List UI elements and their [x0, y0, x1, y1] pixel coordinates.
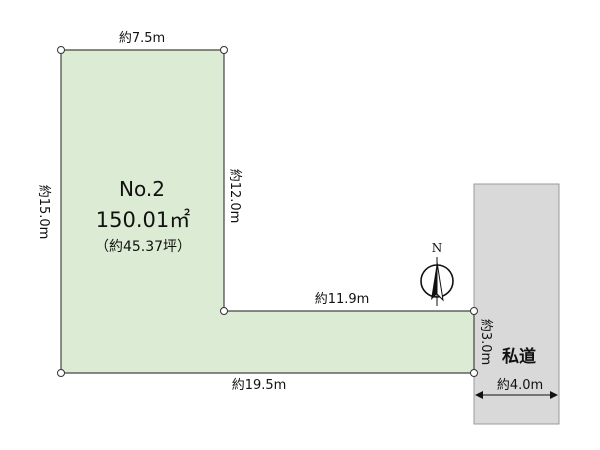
- corner-marker: [220, 46, 228, 54]
- corner-marker: [57, 369, 65, 377]
- north-arrow-icon: [420, 257, 454, 306]
- lot-number: No.2: [119, 177, 165, 201]
- dimension-inner-horizontal: 約11.9m: [315, 292, 370, 307]
- dimension-top: 約7.5m: [119, 31, 165, 46]
- corner-markers: [57, 46, 478, 377]
- road-width-label: 約4.0m: [497, 378, 543, 393]
- dimension-inner-vertical: 約12.0m: [227, 169, 242, 224]
- corner-marker: [470, 307, 478, 315]
- road-width-arrow: [475, 391, 558, 399]
- dimension-left: 約15.0m: [36, 185, 51, 240]
- dimension-bottom: 約19.5m: [232, 378, 287, 393]
- dimension-right-frontage: 約3.0m: [478, 319, 493, 365]
- road-label: 私道: [502, 346, 536, 367]
- corner-marker: [220, 307, 228, 315]
- corner-marker: [470, 369, 478, 377]
- road-width-label-bg: [496, 376, 544, 392]
- lot-tsubo: （約45.37坪）: [95, 239, 191, 255]
- north-label: N: [432, 241, 443, 255]
- lot-area: 150.01㎡: [96, 208, 190, 232]
- corner-marker: [57, 46, 65, 54]
